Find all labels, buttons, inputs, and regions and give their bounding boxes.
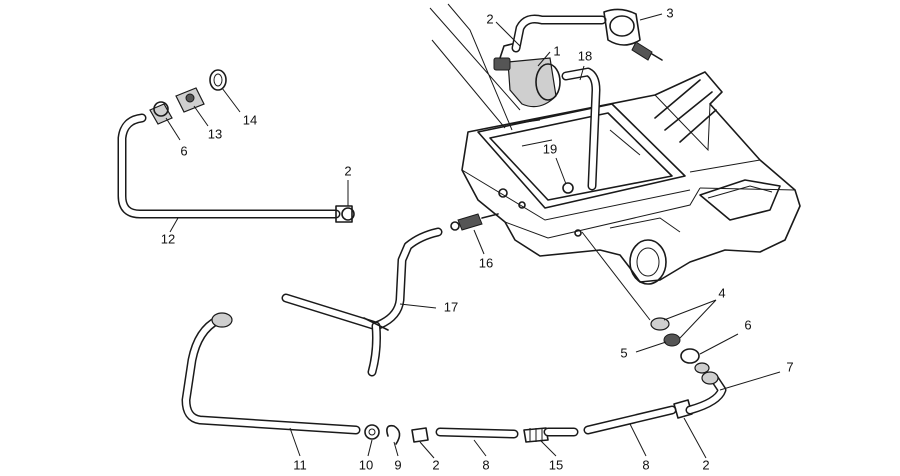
callout-9: 9	[394, 457, 401, 472]
callout-6: 6	[180, 143, 187, 158]
callout-16: 16	[479, 255, 493, 270]
callout-labels: 1 2 3 18 14 13 6 2 12 19 16 17 4 6 5 7 1…	[161, 5, 794, 472]
callout-4: 4	[718, 285, 725, 300]
callout-12: 12	[161, 231, 175, 246]
callout-11: 11	[293, 457, 307, 472]
callout-2: 2	[432, 457, 439, 472]
callout-2: 2	[702, 457, 709, 472]
callout-13: 13	[208, 126, 222, 141]
callout-3: 3	[666, 5, 673, 20]
callout-8: 8	[482, 457, 489, 472]
callout-1: 1	[553, 43, 560, 58]
callout-leaders	[165, 13, 781, 459]
callout-2: 2	[486, 11, 493, 26]
callout-19: 19	[543, 141, 557, 156]
callout-17: 17	[444, 299, 458, 314]
washer-stack	[581, 231, 710, 374]
callout-2: 2	[344, 163, 351, 178]
air-box-housing	[461, 71, 801, 285]
callout-18: 18	[578, 48, 592, 63]
bottom-line-assembly	[181, 312, 727, 445]
callout-14: 14	[243, 112, 257, 127]
callout-5: 5	[620, 345, 627, 360]
pipe-12-assembly	[117, 69, 355, 223]
callout-6: 6	[744, 317, 751, 332]
hose-17-assembly	[281, 213, 499, 377]
callout-7: 7	[786, 359, 793, 374]
callout-15: 15	[549, 457, 563, 472]
valve-assembly	[429, 3, 663, 194]
callout-10: 10	[359, 457, 373, 472]
callout-8: 8	[642, 457, 649, 472]
